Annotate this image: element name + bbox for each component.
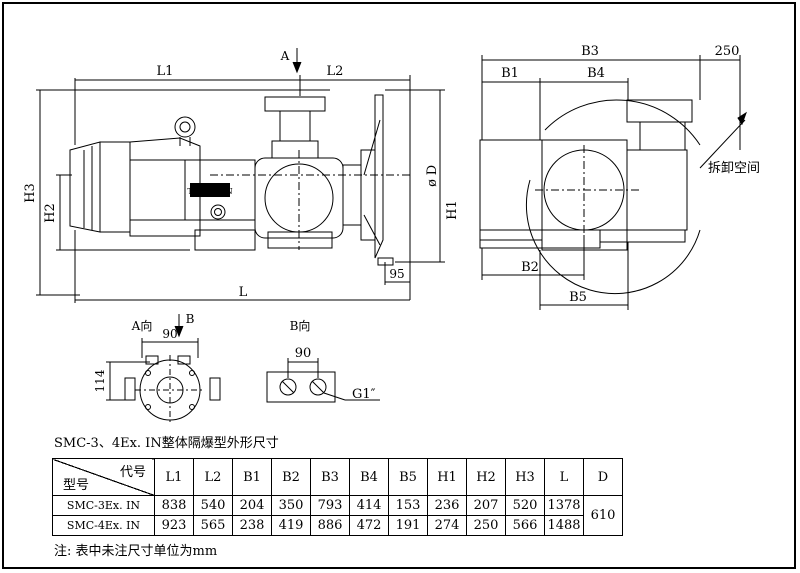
corner-model-label: 型号 (63, 478, 90, 493)
side-dimensions (481, 55, 747, 310)
dim-H3: H3 (23, 183, 38, 203)
dim-H1: H1 (445, 200, 460, 220)
header-cell: L2 (193, 458, 233, 496)
corner-code-label: 代号 (119, 465, 146, 480)
dim-L1: L1 (157, 64, 174, 79)
value-cell: 274 (427, 515, 467, 536)
view-a-drawing (106, 314, 221, 425)
header-cell: L1 (154, 458, 194, 496)
dim-L: L (239, 285, 248, 300)
view-a-label: A向 (131, 318, 153, 333)
value-cell: 414 (349, 495, 389, 516)
footnote: 注: 表中未注尺寸单位为mm (54, 544, 218, 559)
value-cell: 350 (271, 495, 311, 516)
dim-95: 95 (389, 267, 404, 281)
value-cell: 566 (505, 515, 545, 536)
value-cell: 238 (232, 515, 272, 536)
value-cell: 1378 (544, 495, 584, 516)
side-view (479, 99, 701, 295)
value-cell: 472 (349, 515, 389, 536)
model-cell: SMC-4Ex. IN (52, 515, 155, 536)
logo-text: TIET-TRAN (187, 187, 232, 196)
dim-90-a: 90 (162, 327, 177, 341)
dim-114: 114 (93, 369, 107, 392)
dim-90-b: 90 (295, 346, 312, 361)
view-b-label: B向 (290, 318, 311, 333)
dimension-table: 代号 型号 L1 L2 B1 B2 B3 B4 B5 H1 H2 H3 L D … (52, 458, 623, 536)
value-cell: 923 (154, 515, 194, 536)
header-cell: H2 (466, 458, 506, 496)
value-cell: 191 (388, 515, 428, 536)
dim-B2: B2 (521, 260, 539, 275)
d-value-cell: 610 (583, 495, 623, 536)
dim-phi: ø (425, 179, 440, 187)
value-cell: 207 (466, 495, 506, 516)
front-view: TIET-TRAN (69, 94, 410, 266)
dim-B3: B3 (581, 44, 599, 59)
header-cell: L (544, 458, 584, 496)
value-cell: 838 (154, 495, 194, 516)
header-cell: B1 (232, 458, 272, 496)
header-cell: B2 (271, 458, 311, 496)
header-cell: H3 (505, 458, 545, 496)
dim-D: D (425, 165, 440, 175)
table-row: SMC-3Ex. IN 838 540 204 350 793 414 153 … (52, 495, 623, 536)
value-cell: 250 (466, 515, 506, 536)
dim-B1: B1 (501, 66, 519, 81)
value-cell: 540 (193, 495, 233, 516)
header-cell: B4 (349, 458, 389, 496)
view-arrow-a: A (280, 49, 290, 63)
dim-250: 250 (715, 44, 740, 59)
table-title: SMC-3、4Ex. IN整体隔爆型外形尺寸 (54, 436, 279, 451)
value-cell: 153 (388, 495, 428, 516)
dim-B5: B5 (569, 290, 587, 305)
value-cell: 419 (271, 515, 311, 536)
value-cell: 793 (310, 495, 350, 516)
removal-space-label: 拆卸空间 (708, 160, 760, 176)
dim-B4: B4 (587, 66, 605, 81)
table-corner-cell: 代号 型号 (52, 458, 155, 496)
thread-g1-label: G1″ (352, 387, 376, 402)
header-cell: B3 (310, 458, 350, 496)
table-header-row: 代号 型号 L1 L2 B1 B2 B3 B4 B5 H1 H2 H3 L D (52, 458, 623, 496)
dim-H2: H2 (43, 203, 58, 223)
table-row: SMC-4Ex. IN 923 565 238 419 886 472 191 … (52, 515, 623, 536)
value-cell: 520 (505, 495, 545, 516)
value-cell: 236 (427, 495, 467, 516)
dim-L2: L2 (327, 64, 344, 79)
view-arrow-b: B (186, 312, 195, 326)
model-cell: SMC-3Ex. IN (52, 495, 155, 516)
view-b-drawing (266, 358, 380, 403)
value-cell: 1488 (544, 515, 584, 536)
value-cell: 565 (193, 515, 233, 536)
front-dimensions (36, 48, 445, 303)
value-cell: 886 (310, 515, 350, 536)
value-cell: 204 (232, 495, 272, 516)
header-cell: H1 (427, 458, 467, 496)
header-cell: D (583, 458, 623, 496)
header-cell: B5 (388, 458, 428, 496)
